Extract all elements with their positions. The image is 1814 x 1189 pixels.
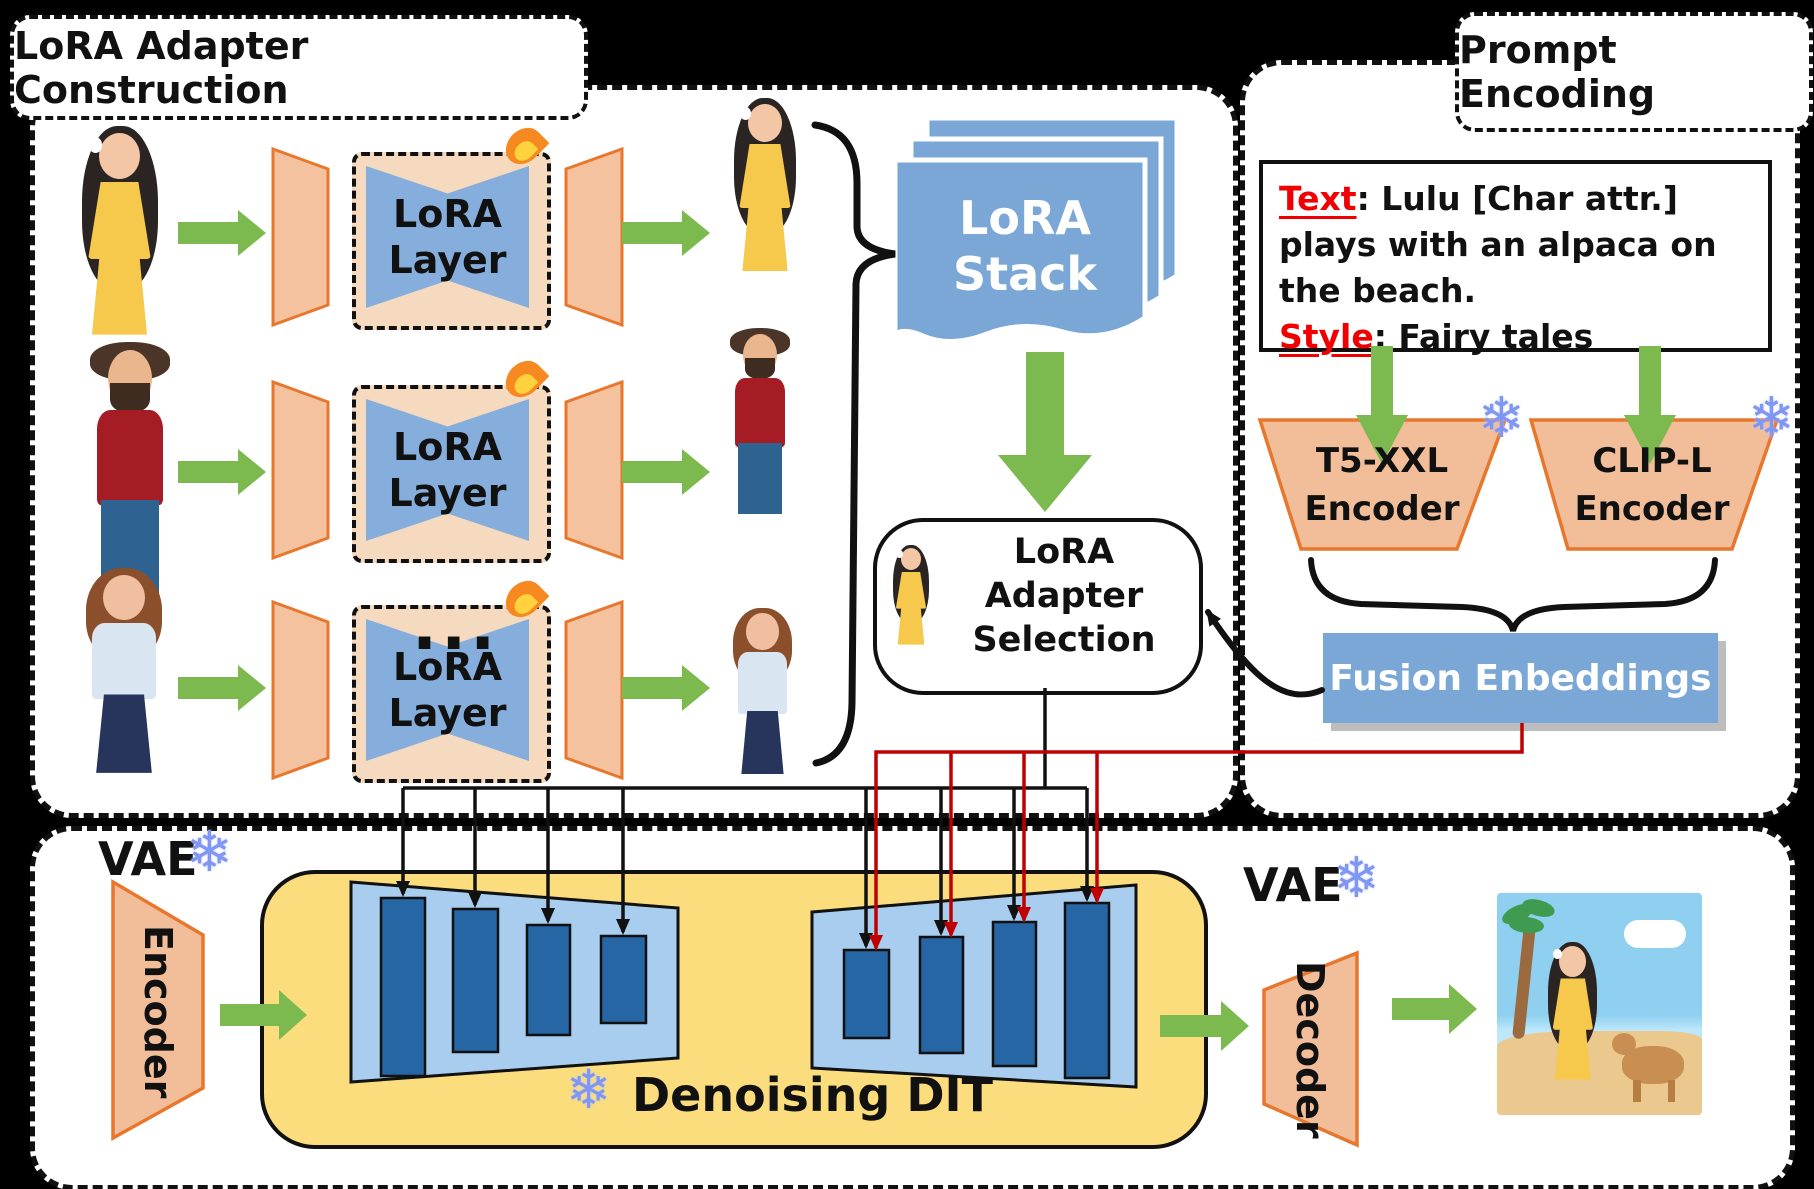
construction-title-box: LoRA Adapter Construction xyxy=(10,15,588,120)
fire-icon-2 xyxy=(498,353,550,405)
clip-line1: CLIP-L xyxy=(1592,441,1712,481)
input-projection-shape xyxy=(271,379,330,561)
lora-layer-text: LoRA Layer xyxy=(388,192,507,282)
character-woman-output xyxy=(726,608,799,785)
vae-right-label: VAE xyxy=(1243,858,1343,912)
fusion-embeddings-box: Fusion Enbeddings xyxy=(1323,633,1718,723)
lora-adapter-selection-box xyxy=(873,518,1203,695)
arrow-right-icon xyxy=(178,449,266,495)
encoders-brace xyxy=(1308,557,1718,632)
prompt-line4-rest: : Fairy tales xyxy=(1373,317,1594,356)
arrow-right-icon xyxy=(1392,984,1477,1034)
lora-adapter-selection-label: LoRA Adapter Selection xyxy=(938,532,1190,660)
outputs-brace xyxy=(811,121,896,767)
lora-layer-label-1: LoRA Layer xyxy=(352,152,543,322)
arrow-down-icon xyxy=(1356,346,1408,464)
vae-left-label: VAE xyxy=(98,832,198,886)
input-projection-shape xyxy=(271,599,330,781)
character-girl-output xyxy=(726,98,804,282)
dit-block-bars xyxy=(379,896,1111,1080)
prompt-encoding-title: Prompt Encoding xyxy=(1459,28,1656,116)
arrow-right-icon xyxy=(622,665,710,711)
denoising-dit-label: Denoising DIT xyxy=(632,1068,994,1122)
vae-decoder-label: Decoder xyxy=(1288,961,1332,1139)
vae-encoder-shape xyxy=(111,878,205,1141)
selection-line2: Selection xyxy=(972,620,1156,660)
input-projection-shape xyxy=(271,146,330,328)
lora-bowtie-shapes xyxy=(366,166,529,761)
t5-line2: Encoder xyxy=(1304,489,1460,529)
selection-line1: LoRA Adapter xyxy=(984,532,1144,616)
camel-leg xyxy=(1633,1079,1641,1102)
vae-encoder-label: Encoder xyxy=(136,925,180,1099)
red-embedding-wires xyxy=(869,723,1524,951)
snowflake-icon: ❄ xyxy=(186,820,233,885)
character-man-output xyxy=(722,328,798,526)
prompt-line-1: Text: Lulu [Char attr.] xyxy=(1279,176,1752,222)
fire-icon-3 xyxy=(498,573,550,625)
arrow-down-icon xyxy=(998,352,1092,512)
arrow-down-icon xyxy=(1624,346,1676,464)
generated-output-image xyxy=(1497,893,1702,1115)
lora-layer-text: LoRA Layer xyxy=(388,645,507,735)
construction-title: LoRA Adapter Construction xyxy=(14,23,309,112)
lora-stack-label: LoRA Stack xyxy=(915,186,1135,306)
t5-encoder-shape xyxy=(1257,418,1508,551)
beach-girl xyxy=(1542,941,1604,1089)
lora-layer-text: LoRA Layer xyxy=(388,425,507,515)
clip-encoder-shape xyxy=(1528,418,1780,551)
clip-line2: Encoder xyxy=(1574,489,1730,529)
t5-encoder-label: T5-XXL Encoder xyxy=(1282,435,1482,535)
lora-layer-label-3: LoRA Layer xyxy=(352,605,543,775)
arrow-right-icon xyxy=(178,210,266,256)
output-projection-shape xyxy=(564,599,624,781)
snowflake-icon: ❄ xyxy=(566,1058,612,1121)
camel-head xyxy=(1611,1032,1637,1056)
camel-icon xyxy=(1622,1046,1684,1084)
prompt-line-4: Style: Fairy tales xyxy=(1279,314,1752,360)
output-projection-shape xyxy=(564,379,624,561)
arrow-right-icon xyxy=(178,665,266,711)
lora-stack-icon xyxy=(892,115,1180,345)
fire-icon-1 xyxy=(498,120,550,172)
clip-encoder-label: CLIP-L Encoder xyxy=(1552,435,1752,535)
green-arrows xyxy=(178,210,1676,1051)
snowflake-icon: ❄ xyxy=(1748,386,1795,451)
arrow-right-icon xyxy=(622,449,710,495)
prompt-line1-rest: : Lulu [Char attr.] xyxy=(1356,179,1678,218)
cloud-icon xyxy=(1624,919,1686,949)
output-projection-shape xyxy=(564,146,624,328)
snowflake-icon: ❄ xyxy=(1478,386,1525,451)
prompt-text-box: Text: Lulu [Char attr.] plays with an al… xyxy=(1259,160,1772,356)
lora-stack-line1: LoRA xyxy=(959,191,1091,245)
arrow-right-icon xyxy=(220,990,307,1040)
snowflake-icon: ❄ xyxy=(1333,846,1380,911)
prompt-style-label: Style xyxy=(1279,317,1374,356)
arrow-right-icon xyxy=(622,210,710,256)
camel-leg xyxy=(1668,1079,1676,1102)
selection-girl-thumbnail xyxy=(888,545,934,651)
prompt-encoding-title-box: Prompt Encoding xyxy=(1455,12,1813,132)
rows-ellipsis: ... xyxy=(412,588,500,665)
lora-stack-line2: Stack xyxy=(952,247,1098,301)
fusion-embeddings-label: Fusion Enbeddings xyxy=(1329,657,1712,699)
t5-line1: T5-XXL xyxy=(1315,441,1449,481)
character-girl-input xyxy=(72,126,167,348)
black-conditioning-wires xyxy=(396,688,1094,949)
prompt-line-3: the beach. xyxy=(1279,271,1477,310)
arrow-right-icon xyxy=(1160,1001,1249,1051)
vae-decoder-shape xyxy=(1262,950,1359,1148)
character-woman-input xyxy=(76,568,172,786)
dit-upsample-shape xyxy=(810,883,1138,1089)
lora-layer-label-2: LoRA Layer xyxy=(352,385,543,555)
prompt-line-2: plays with an alpaca on xyxy=(1279,225,1717,264)
prompt-text-label: Text xyxy=(1279,179,1357,218)
dit-downsample-shape xyxy=(349,880,680,1084)
fusion-to-selection-arrow xyxy=(1205,609,1325,698)
